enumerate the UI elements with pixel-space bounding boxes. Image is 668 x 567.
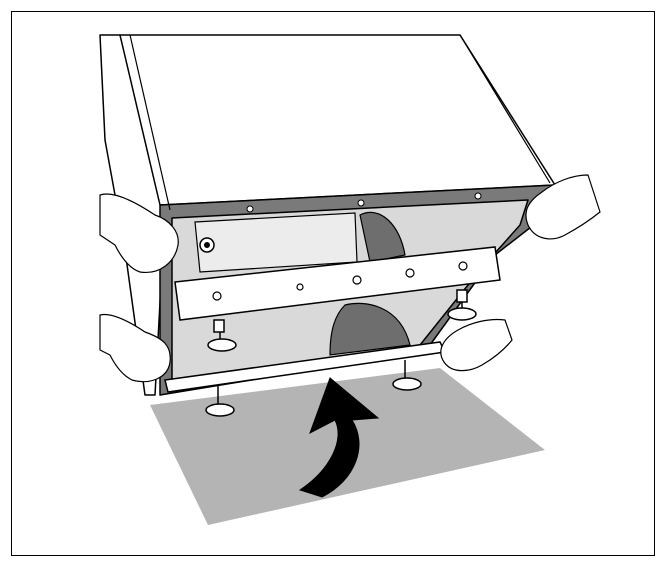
hands [99, 174, 601, 383]
foot-front-left [207, 319, 237, 352]
hand-upper-left-icon [99, 193, 179, 273]
hand-lower-left-icon [99, 313, 171, 383]
hand-upper-right-icon [525, 174, 601, 240]
cabinet-back-panel [119, 34, 556, 206]
tilt-direction-arrow [298, 377, 380, 498]
cabinet-edge-line-2 [459, 34, 551, 184]
adjustable-feet [205, 289, 477, 417]
drain-hose [359, 211, 406, 263]
rim-screws [246, 192, 482, 213]
drain-hose-lower [329, 302, 411, 356]
rail-holes [212, 261, 468, 301]
hand-lower-right-icon [440, 318, 513, 372]
inner-compartment [194, 212, 358, 273]
foot-back-right [392, 360, 422, 391]
foot-front-right [447, 289, 477, 321]
cross-rail [174, 246, 501, 321]
cabinet-edge-line [129, 34, 171, 211]
foot-back-left [205, 385, 235, 417]
